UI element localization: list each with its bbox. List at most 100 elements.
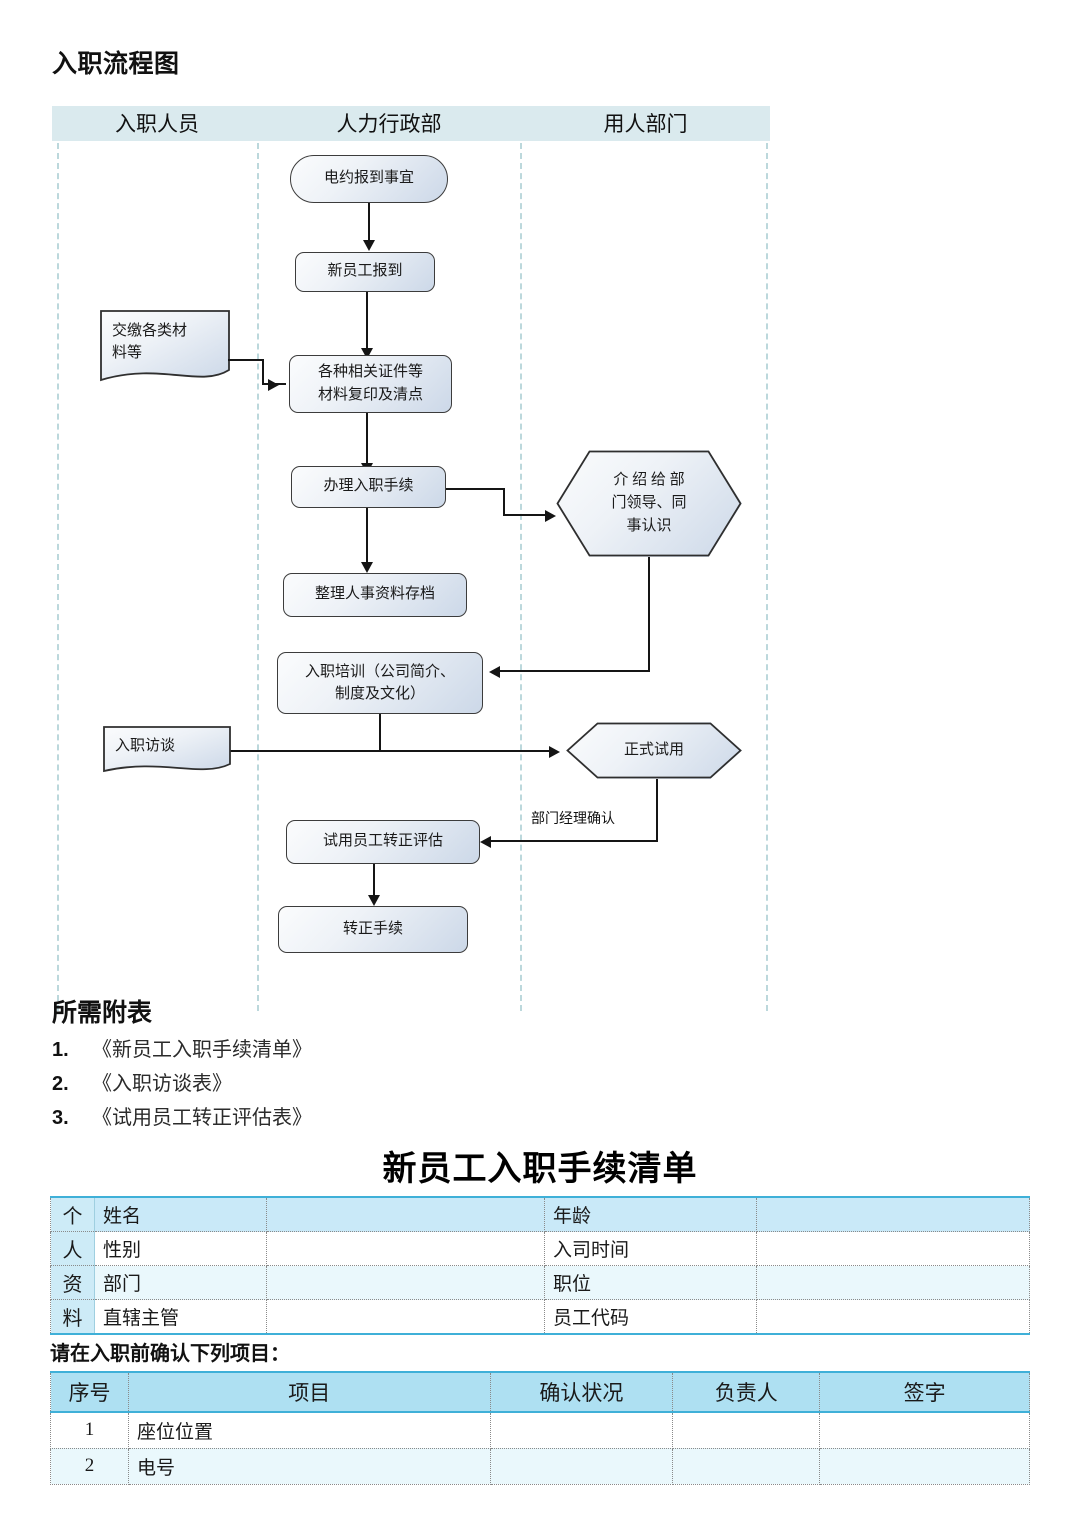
field-value-age[interactable] xyxy=(756,1196,1030,1232)
field-label-gender: 性别 xyxy=(94,1231,267,1266)
table-row: 料 直辖主管 员工代码 xyxy=(50,1299,1030,1335)
page-title: 入职流程图 xyxy=(52,50,180,78)
connector-n11-n12 xyxy=(373,864,375,898)
cell-item: 座位位置 xyxy=(127,1411,491,1449)
column-header-owner: 负责人 xyxy=(672,1371,821,1413)
attachment-label: 《试用员工转正评估表》 xyxy=(92,1107,312,1129)
connector-n4-n5 xyxy=(366,413,368,465)
flowchart-canvas: 入职人员 人力行政部 用人部门 电约报到事宜 新员工报到 交缴各类材 xyxy=(52,106,770,1011)
flow-node-label: 整理人事资料存档 xyxy=(314,586,435,603)
field-label-supervisor: 直辖主管 xyxy=(94,1299,267,1335)
connector-n1-n2 xyxy=(368,203,370,242)
field-label-position: 职位 xyxy=(544,1265,757,1300)
field-label-employee-code: 员工代码 xyxy=(544,1299,757,1335)
confirm-instruction: 请在入职前确认下列项目： xyxy=(50,1343,290,1365)
side-label-char: 资 xyxy=(50,1265,95,1300)
table-header-row: 序号 项目 确认状况 负责人 签字 xyxy=(50,1371,1030,1413)
flow-node-new-employee-report[interactable]: 新员工报到 xyxy=(295,252,435,292)
flow-node-onboarding-interview[interactable]: 入职访谈 xyxy=(103,726,231,778)
swimlane-label-hr: 人力行政部 xyxy=(336,112,442,136)
hexagon-fill xyxy=(566,722,742,779)
flow-node-label-line1: 各种相关证件等 xyxy=(317,363,423,380)
swimlane-divider xyxy=(766,143,768,1011)
hexagon-shape-icon xyxy=(566,722,742,779)
flow-node-label-wrap: 入职访谈 xyxy=(103,726,231,778)
attachment-number: 3. xyxy=(52,1107,69,1129)
field-value-department[interactable] xyxy=(266,1265,545,1300)
flow-node-copy-documents[interactable]: 各种相关证件等 材料复印及清点 xyxy=(289,355,452,413)
flow-node-label: 新员工报到 xyxy=(327,263,403,280)
field-value-join-date[interactable] xyxy=(756,1231,1030,1266)
attachment-list-item: 1.《新员工入职手续清单》 xyxy=(52,1033,312,1062)
attachment-number: 1. xyxy=(52,1039,69,1061)
hexagon-fill xyxy=(556,450,742,557)
column-header-signature: 签字 xyxy=(819,1371,1030,1413)
table-row: 1 座位位置 xyxy=(50,1411,1030,1449)
field-value-name[interactable] xyxy=(266,1196,545,1232)
connector-n5-n6-h1 xyxy=(446,488,505,490)
attachment-list-item: 3. 《试用员工转正评估表》 xyxy=(52,1101,312,1130)
connector-n8-split-v xyxy=(379,714,381,752)
field-value-gender[interactable] xyxy=(266,1231,545,1266)
flow-node-label-line2: 料等 xyxy=(112,345,143,361)
cell-status[interactable] xyxy=(489,1447,674,1485)
flow-node-label: 电约报到事宜 xyxy=(323,170,414,187)
arrow-head-down xyxy=(361,562,373,573)
column-header-status: 确认状况 xyxy=(489,1371,674,1413)
checklist-sheet-title: 新员工入职手续清单 xyxy=(382,1150,698,1188)
connector-n5-n6-h2 xyxy=(503,514,547,516)
flow-node-label: 正式试用 xyxy=(623,741,684,758)
flow-node-label: 办理入职手续 xyxy=(323,478,414,495)
cell-owner[interactable] xyxy=(672,1411,821,1449)
arrow-head-right xyxy=(549,746,560,758)
swimlane-divider xyxy=(520,143,522,1011)
flow-node-formal-probation[interactable]: 正式试用 xyxy=(566,722,742,779)
field-label-department: 部门 xyxy=(94,1265,267,1300)
flow-node-introduce-to-team[interactable]: 介 绍 给 部 门领导、同 事认识 xyxy=(556,450,742,557)
swimlane-divider xyxy=(257,143,259,1011)
cell-owner[interactable] xyxy=(672,1447,821,1485)
flow-node-orientation-training[interactable]: 入职培训（公司简介、 制度及文化） xyxy=(277,652,483,714)
side-label-char: 料 xyxy=(50,1299,95,1335)
field-value-employee-code[interactable] xyxy=(756,1299,1030,1335)
table-row: 人 性别 入司时间 xyxy=(50,1231,1030,1266)
cell-no: 1 xyxy=(50,1411,129,1449)
column-header-no: 序号 xyxy=(50,1371,129,1413)
flow-node-phone-appointment[interactable]: 电约报到事宜 xyxy=(290,155,448,203)
flow-node-label: 入职访谈 xyxy=(115,738,176,755)
field-value-supervisor[interactable] xyxy=(266,1299,545,1335)
cell-signature[interactable] xyxy=(819,1411,1030,1449)
arrow-head-right xyxy=(268,379,279,391)
hexagon-shape-icon xyxy=(556,450,742,557)
column-header-item: 项目 xyxy=(127,1371,491,1413)
flow-node-label-wrap: 介 绍 给 部 门领导、同 事认识 xyxy=(611,469,686,539)
flow-node-label-line2: 制度及文化） xyxy=(334,686,425,702)
arrow-head-right xyxy=(545,510,556,522)
flow-node-probation-evaluation[interactable]: 试用员工转正评估 xyxy=(286,820,480,864)
arrow-head-down xyxy=(363,240,375,251)
cell-status[interactable] xyxy=(489,1411,674,1449)
document-shape-icon xyxy=(100,310,230,382)
arrow-head-down xyxy=(368,895,380,906)
flow-node-label-line1: 交缴各类材 xyxy=(112,322,188,339)
cell-no: 2 xyxy=(50,1447,129,1485)
connector-n10-n11-h xyxy=(489,840,658,842)
cell-signature[interactable] xyxy=(819,1447,1030,1485)
swimlane-header-bar xyxy=(52,106,770,141)
flow-node-submit-materials[interactable]: 交缴各类材 料等 xyxy=(100,310,230,388)
connector-n3-n4-v xyxy=(262,359,264,385)
side-label-char: 个 xyxy=(50,1196,95,1232)
flow-node-onboarding-procedures[interactable]: 办理入职手续 xyxy=(291,466,446,508)
field-value-position[interactable] xyxy=(756,1265,1030,1300)
connector-n5-n6-v xyxy=(503,488,505,516)
swimlane-label-applicant: 入职人员 xyxy=(115,112,199,136)
connector-n6-n8-v xyxy=(648,557,650,672)
attachment-number: 2. xyxy=(52,1073,69,1095)
confirmation-checklist-table: 序号 项目 确认状况 负责人 签字 1 座位位置 2 电号 xyxy=(50,1371,1030,1485)
personal-info-table: 个 姓名 年龄 人 性别 入司时间 资 部门 职位 料 直辖主管 员工代码 xyxy=(50,1196,1030,1335)
edge-label-manager-confirm: 部门经理确认 xyxy=(531,812,615,827)
flow-node-archive-hr-records[interactable]: 整理人事资料存档 xyxy=(283,573,467,617)
connector-n5-n7 xyxy=(366,508,368,564)
flow-node-confirmation-procedures[interactable]: 转正手续 xyxy=(278,906,468,953)
side-label-char: 人 xyxy=(50,1231,95,1266)
